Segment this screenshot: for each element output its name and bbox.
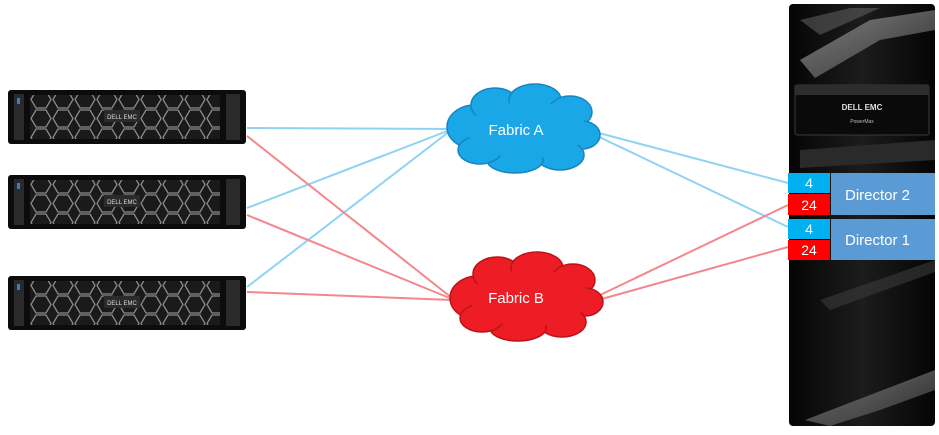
director-1: 4 24 Director 1 — [788, 219, 935, 260]
fabric-a-links — [246, 127, 789, 288]
director-2-port-a: 4 — [805, 175, 813, 191]
link-server1-fabric-b — [246, 135, 453, 299]
array-brand: DELL EMC — [842, 103, 883, 112]
link-server2-fabric-b — [246, 214, 453, 300]
fabric-b-cloud: Fabric B — [449, 251, 604, 342]
director-1-port-a: 4 — [805, 221, 813, 237]
link-fabric-a-director2 — [594, 131, 789, 184]
server-2-brand: DELL EMC — [107, 200, 137, 206]
array-model: PowerMax — [850, 119, 874, 125]
server-2: DELL EMC — [8, 175, 246, 229]
link-server3-fabric-a — [246, 130, 451, 288]
director-2: 4 24 Director 2 — [788, 173, 935, 215]
fabric-a-label: Fabric A — [488, 122, 543, 139]
link-server3-fabric-b — [246, 291, 453, 301]
director-1-label: Director 1 — [845, 232, 910, 249]
server-1: DELL EMC — [8, 90, 246, 144]
link-fabric-a-director1 — [594, 134, 789, 228]
server-3: DELL EMC — [8, 276, 246, 330]
link-fabric-b-director2 — [597, 204, 789, 297]
server-1-brand: DELL EMC — [107, 115, 137, 121]
director-2-label: Director 2 — [845, 187, 910, 204]
fabric-b-links — [246, 135, 789, 301]
link-server1-fabric-a — [246, 127, 451, 130]
fabric-b-label: Fabric B — [488, 290, 544, 307]
fabric-a-cloud: Fabric A — [446, 83, 601, 174]
link-server2-fabric-a — [246, 129, 451, 209]
server-3-brand: DELL EMC — [107, 301, 137, 307]
director-2-port-b: 24 — [801, 197, 817, 213]
link-fabric-b-director1 — [597, 246, 789, 301]
director-1-port-b: 24 — [801, 242, 817, 258]
